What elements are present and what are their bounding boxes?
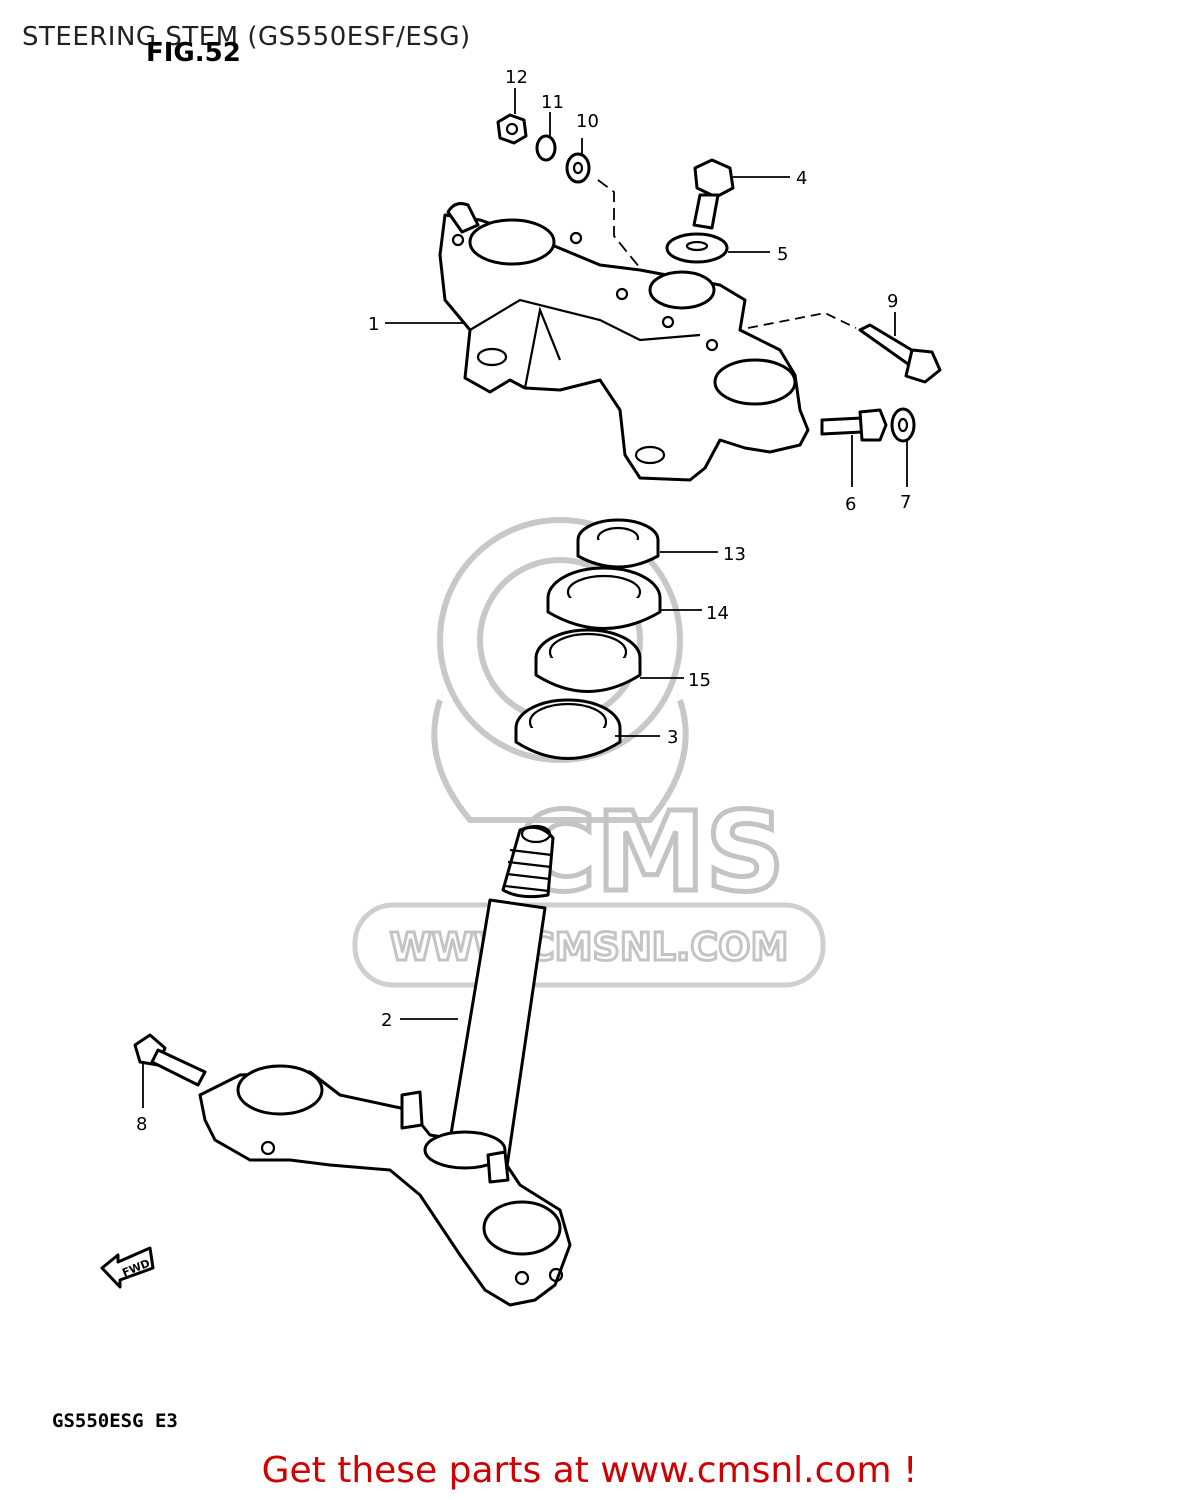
bearing-lower-part xyxy=(514,698,622,760)
callout-12: 12 xyxy=(505,67,528,88)
callout-7: 7 xyxy=(900,492,911,513)
washer-7-part xyxy=(890,407,916,443)
watermark-url-text: WWW.CMSNL.COM xyxy=(390,925,789,969)
bolt-6-part xyxy=(820,408,888,442)
callout-6: 6 xyxy=(845,494,856,515)
page-title: STEERING STEM (GS550ESF/ESG) xyxy=(22,22,471,52)
callout-2: 2 xyxy=(381,1010,392,1031)
callout-11: 11 xyxy=(541,92,564,113)
upper-bracket-part xyxy=(438,202,810,482)
bolt-4-part xyxy=(692,158,735,230)
callout-14: 14 xyxy=(706,603,729,624)
model-code: GS550ESG E3 xyxy=(52,1410,178,1432)
footer-parts-link[interactable]: Get these parts at www.cmsnl.com ! xyxy=(261,1450,918,1491)
bolt-9-part xyxy=(858,323,942,384)
stem-nut-part xyxy=(576,518,660,569)
washer-10-part xyxy=(565,152,591,184)
callout-numbers: 1 2 3 4 5 6 7 8 9 10 11 12 13 14 15 xyxy=(136,67,911,1135)
callout-3: 3 xyxy=(667,727,678,748)
bearing-upper-part xyxy=(534,628,642,693)
callout-4: 4 xyxy=(796,168,807,189)
lower-bracket-part xyxy=(198,1064,572,1307)
watermark-logo-text: CMS xyxy=(515,788,784,916)
nut-12-part xyxy=(496,113,528,145)
steering-stem-part xyxy=(443,824,555,1182)
callout-15: 15 xyxy=(688,670,711,691)
callout-5: 5 xyxy=(777,244,788,265)
washer-5-part xyxy=(665,232,729,264)
figure-label: FIG.52 xyxy=(146,38,241,68)
callout-9: 9 xyxy=(887,291,898,312)
watermark-logo: CMS WWW.CMSNL.COM xyxy=(352,517,826,988)
leader-lines xyxy=(142,88,908,1108)
callout-8: 8 xyxy=(136,1114,147,1135)
lock-washer-11-part xyxy=(535,134,557,162)
callout-1: 1 xyxy=(368,314,379,335)
callout-10: 10 xyxy=(576,111,599,132)
forward-direction-marker: FWD xyxy=(100,1246,155,1289)
bolt-8-part xyxy=(133,1033,207,1087)
callout-13: 13 xyxy=(723,544,746,565)
dust-seal-part xyxy=(546,566,662,630)
